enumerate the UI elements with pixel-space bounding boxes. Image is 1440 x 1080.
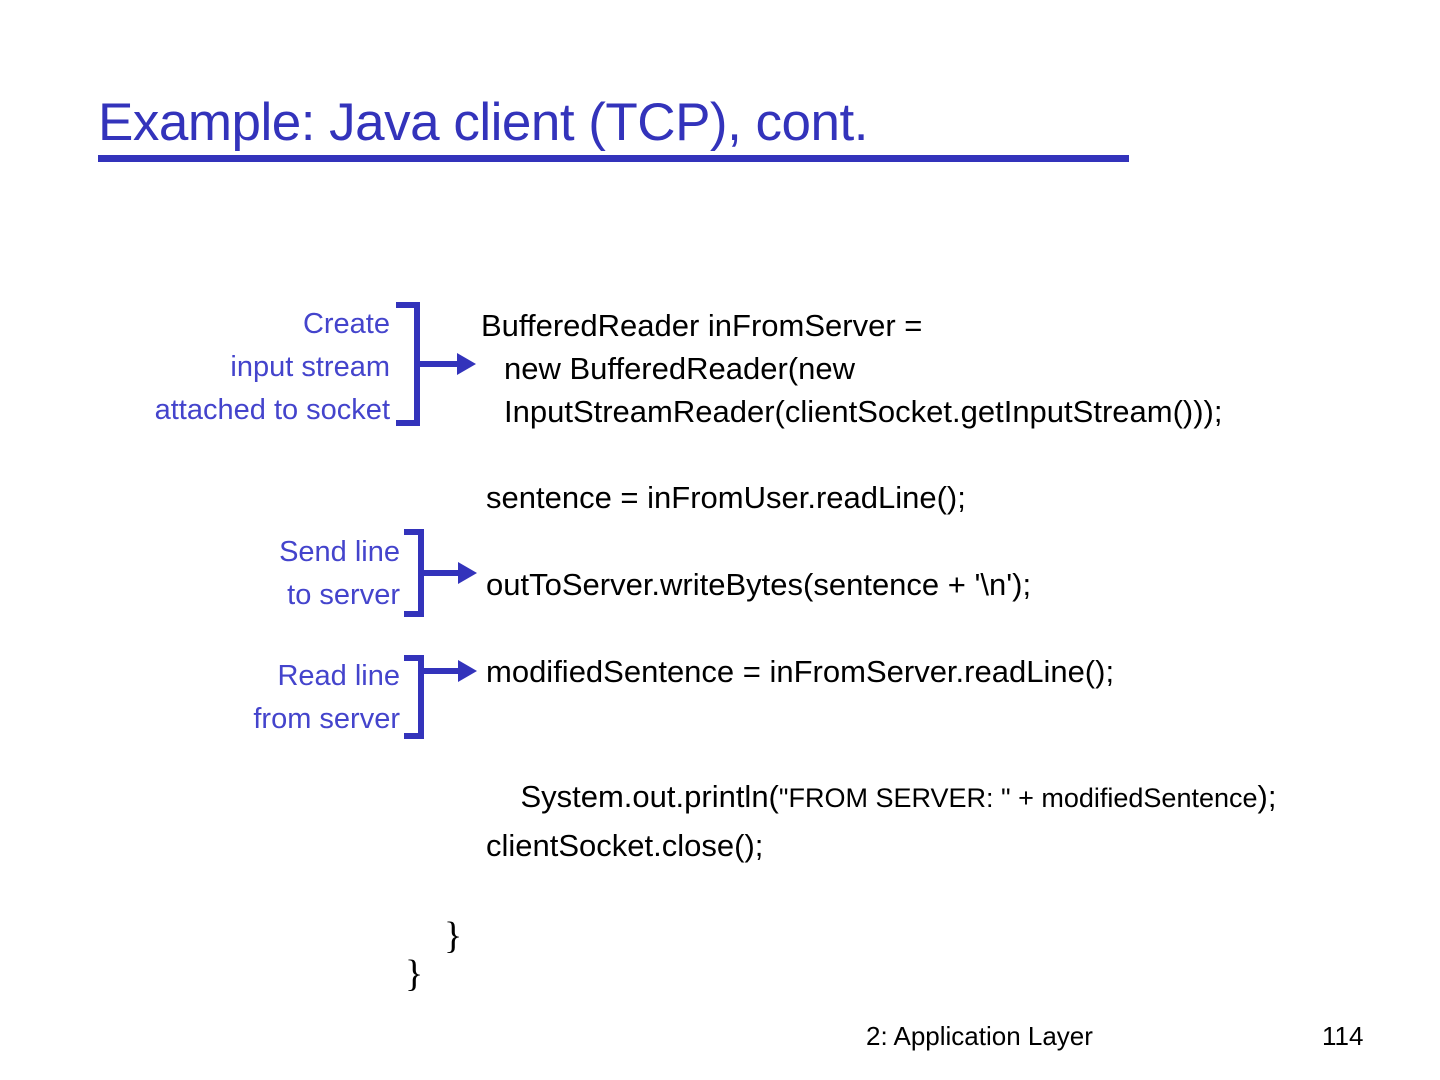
code-println-argument: "FROM SERVER: " + modifiedSentence bbox=[778, 783, 1258, 813]
code-println-prefix: System.out.println( bbox=[520, 779, 779, 814]
footer-page-number: 114 bbox=[1322, 1021, 1364, 1051]
arrow-shaft-read-line-from-server bbox=[418, 668, 462, 674]
code-println-suffix: ); bbox=[1257, 779, 1277, 814]
title-underline bbox=[98, 155, 1129, 162]
annotation-line: from server bbox=[253, 703, 400, 735]
annotation-send-line-to-server: Send line to server bbox=[120, 531, 400, 617]
page-title: Example: Java client (TCP), cont. bbox=[98, 93, 868, 152]
annotation-read-line-from-server: Read line from server bbox=[120, 655, 400, 741]
arrow-head-send-line-to-server bbox=[458, 562, 477, 584]
arrow-shaft-create-input-stream bbox=[414, 361, 461, 367]
footer-section-label: 2: Application Layer bbox=[866, 1021, 1093, 1051]
annotation-line: Create bbox=[302, 308, 390, 340]
annotation-line: to server bbox=[287, 579, 400, 611]
annotation-line: input stream bbox=[230, 351, 390, 383]
bracket-read-line-from-server bbox=[404, 655, 424, 739]
code-closing-brace-outer: } bbox=[405, 953, 424, 995]
annotation-line: attached to socket bbox=[154, 394, 390, 426]
annotation-create-input-stream: Create input stream attached to socket bbox=[60, 303, 390, 432]
arrow-shaft-send-line-to-server bbox=[418, 570, 462, 576]
code-line-outtoserver-write: outToServer.writeBytes(sentence + '\n'); bbox=[486, 567, 1032, 602]
code-closing-brace-inner: } bbox=[444, 915, 463, 957]
code-line-println: System.out.println("FROM SERVER: " + mod… bbox=[486, 740, 1276, 855]
code-line-modifiedsentence-read: modifiedSentence = inFromServer.readLine… bbox=[486, 654, 1115, 689]
code-line-inputstreamreader: InputStreamReader(clientSocket.getInputS… bbox=[504, 394, 1223, 429]
arrow-head-read-line-from-server bbox=[458, 660, 477, 682]
code-line-new-bufferedreader: new BufferedReader(new bbox=[504, 351, 855, 386]
code-line-sentence-read: sentence = inFromUser.readLine(); bbox=[486, 480, 966, 515]
arrow-head-create-input-stream bbox=[457, 353, 476, 375]
code-line-bufferedreader: BufferedReader inFromServer = bbox=[481, 308, 923, 343]
code-line-clientsocket-close: clientSocket.close(); bbox=[486, 828, 764, 863]
annotation-line: Read line bbox=[277, 660, 400, 692]
annotation-line: Send line bbox=[279, 536, 400, 568]
